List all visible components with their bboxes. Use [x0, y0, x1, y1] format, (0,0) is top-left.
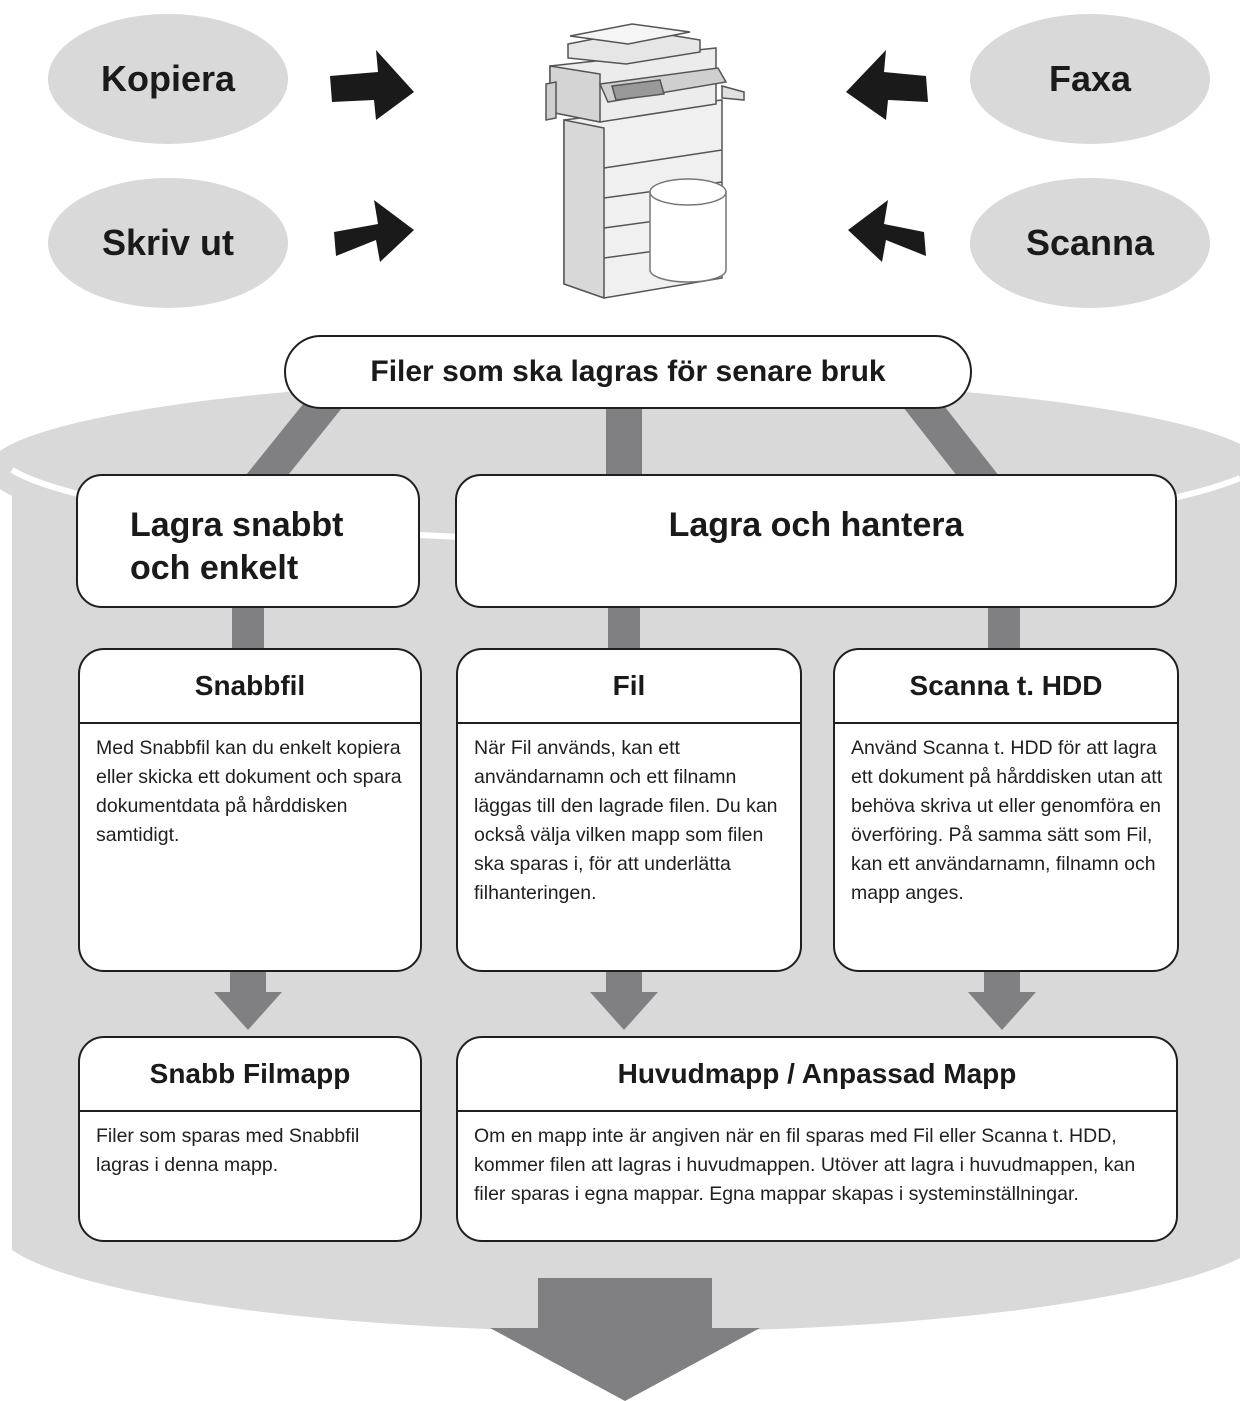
folder-card-title: Huvudmapp / Anpassad Mapp — [458, 1038, 1176, 1112]
folder-card-huvudmapp: Huvudmapp / Anpassad Mapp Om en mapp int… — [456, 1036, 1178, 1242]
group-manage-box: Lagra och hantera — [455, 474, 1177, 608]
folder-card-snabb-filmapp: Snabb Filmapp Filer som sparas med Snabb… — [78, 1036, 422, 1242]
folder-arrows — [214, 968, 1036, 1030]
storage-banner-label: Filer som ska lagras för senare bruk — [370, 355, 886, 388]
group-manage-title: Lagra och hantera — [668, 506, 964, 544]
multifunction-printer-icon — [545, 23, 745, 300]
copy-label: Kopiera — [100, 58, 236, 99]
mode-card-snabbfil: Snabbfil Med Snabbfil kan du enkelt kopi… — [78, 648, 422, 972]
banner-connectors — [234, 398, 1010, 490]
scan-input-oval: Scanna — [970, 178, 1210, 308]
mode-card-fil: Fil När Fil används, kan ett användarnam… — [456, 648, 802, 972]
folder-card-text: Om en mapp inte är angiven när en fil sp… — [474, 1125, 1136, 1205]
group-quick-title: Lagra snabbt och enkelt — [130, 506, 344, 587]
copy-input-oval: Kopiera — [48, 14, 288, 144]
fax-label: Faxa — [1048, 58, 1132, 99]
scan-label: Scanna — [1025, 222, 1155, 263]
group-quick-box: Lagra snabbt och enkelt — [76, 474, 420, 608]
group-connectors — [232, 606, 1020, 652]
mode-card-scanna-hdd: Scanna t. HDD Använd Scanna t. HDD för a… — [833, 648, 1179, 972]
folder-card-title: Snabb Filmapp — [80, 1038, 420, 1112]
folder-card-text: Filer som sparas med Snabbfil lagras i d… — [96, 1125, 360, 1176]
mode-card-text: Använd Scanna t. HDD för att lagra ett d… — [851, 737, 1163, 904]
mode-card-title: Snabbfil — [80, 650, 420, 724]
hard-disk-icon — [649, 178, 727, 283]
mode-card-title: Fil — [458, 650, 800, 724]
mode-card-text: Med Snabbfil kan du enkelt kopiera eller… — [96, 737, 402, 846]
output-arrow — [490, 1278, 760, 1401]
print-input-oval: Skriv ut — [48, 178, 288, 308]
print-label: Skriv ut — [101, 222, 235, 263]
mode-card-title: Scanna t. HDD — [835, 650, 1177, 724]
storage-banner: Filer som ska lagras för senare bruk — [284, 335, 972, 409]
mode-card-text: När Fil används, kan ett användarnamn oc… — [474, 737, 778, 904]
input-arrows — [330, 50, 928, 262]
fax-input-oval: Faxa — [970, 14, 1210, 144]
